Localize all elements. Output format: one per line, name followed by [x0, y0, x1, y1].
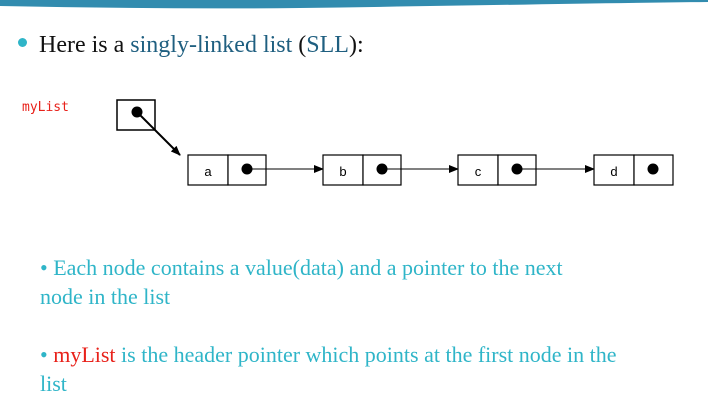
note-header-text: is the header pointer which points at th…	[40, 342, 617, 396]
header-pointer-label: myList	[22, 100, 69, 115]
heading-term: singly-linked list	[130, 32, 293, 58]
note-header-name: myList	[53, 342, 116, 367]
node-value-cell	[593, 154, 635, 186]
node-value: b	[339, 164, 346, 179]
next-pointer-dot	[647, 163, 659, 175]
top-banner-fragment	[0, 0, 708, 9]
node-value-cell	[457, 154, 499, 186]
node-value: a	[204, 164, 212, 179]
bullet-icon	[18, 38, 27, 47]
node-value: c	[475, 164, 482, 179]
heading-abbr: SLL	[306, 32, 349, 58]
heading-prefix: Here is a	[39, 32, 131, 58]
list-node: d	[593, 154, 674, 186]
slide-heading: Here is a singly-linked list (SLL):	[18, 32, 364, 59]
node-value: d	[610, 164, 617, 179]
heading-close: ):	[348, 32, 364, 58]
heading-open-paren: (	[292, 32, 307, 58]
header-pointer-box	[116, 99, 181, 156]
list-node: c	[457, 154, 537, 186]
note-bullet: •	[40, 342, 54, 367]
node-next-cell	[633, 154, 674, 186]
list-node: b	[322, 154, 402, 186]
list-node: a	[187, 154, 267, 186]
header-pointer-arrow	[136, 111, 181, 156]
node-description-note: • Each node contains a value(data) and a…	[40, 255, 563, 309]
header-pointer-note: • myList is the header pointer which poi…	[40, 340, 640, 398]
